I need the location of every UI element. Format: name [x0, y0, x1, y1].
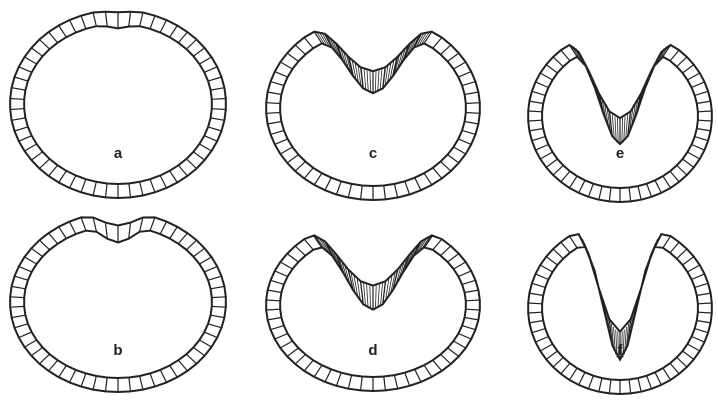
- epithelium-ring: [10, 12, 226, 198]
- cell-wall: [266, 300, 280, 301]
- cell-wall: [10, 99, 24, 100]
- panel-label-d: d: [368, 342, 377, 359]
- cell-wall: [266, 103, 280, 104]
- embryo-panel-e: e: [528, 45, 712, 202]
- cell-wall: [528, 120, 542, 121]
- cell-wall: [466, 103, 480, 104]
- cell-wall: [212, 297, 226, 298]
- panels-layer: a b c d e f: [10, 12, 712, 394]
- cell-wall: [528, 303, 542, 304]
- embryo-panel-f: f: [528, 234, 712, 394]
- epithelium-ring: [266, 235, 480, 391]
- epithelium-ring: [266, 32, 480, 200]
- panel-label-a: a: [114, 145, 123, 162]
- epithelium-ring: [528, 234, 712, 394]
- embryo-panel-a: a: [10, 12, 226, 198]
- embryo-panel-b: b: [10, 217, 226, 392]
- cell-wall: [266, 113, 280, 114]
- cell-wall: [698, 111, 712, 112]
- cell-wall: [10, 306, 24, 307]
- panel-label-b: b: [113, 342, 122, 359]
- embryo-panel-c: c: [266, 31, 480, 200]
- panel-label-e: e: [616, 145, 624, 162]
- cell-wall: [212, 306, 226, 307]
- panel-label-c: c: [369, 145, 377, 162]
- cell-wall: [466, 309, 480, 310]
- cell-wall: [698, 303, 712, 304]
- cell-wall: [698, 120, 712, 121]
- embryo-panel-d: d: [266, 235, 480, 391]
- cell-wall: [698, 312, 712, 313]
- cell-wall: [528, 111, 542, 112]
- cell-wall: [10, 297, 24, 298]
- cell-wall: [466, 113, 480, 114]
- cell-wall: [266, 309, 280, 310]
- cell-wall: [466, 300, 480, 301]
- cell-wall: [10, 109, 24, 110]
- cell-wall: [528, 312, 542, 313]
- cell-wall: [212, 99, 226, 100]
- cell-wall: [212, 109, 226, 110]
